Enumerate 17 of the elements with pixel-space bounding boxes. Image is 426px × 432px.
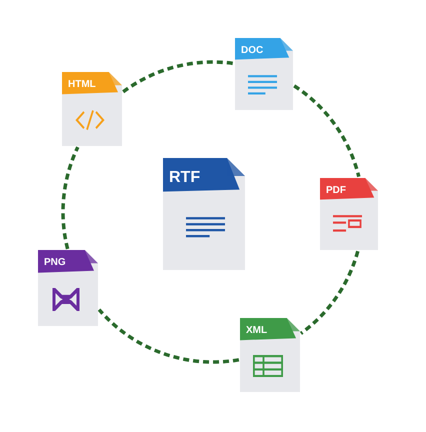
file-type-label: XML — [246, 326, 268, 336]
file-type-label: RTF — [169, 170, 200, 186]
file-icon — [235, 38, 293, 110]
connector-line — [122, 60, 234, 94]
connector-line — [300, 250, 360, 335]
file-type-label: PDF — [326, 186, 346, 196]
file-icon — [240, 318, 300, 392]
file-type-label: HTML — [68, 80, 96, 90]
file-type-label: DOC — [241, 46, 264, 56]
connector-line — [293, 84, 360, 178]
file-type-label: PNG — [44, 258, 66, 268]
connector-line — [61, 146, 80, 250]
file-icon — [38, 250, 98, 326]
file-icon — [62, 72, 122, 146]
file-icon — [163, 158, 245, 270]
file-icon — [320, 178, 378, 250]
connector-line — [98, 308, 240, 364]
